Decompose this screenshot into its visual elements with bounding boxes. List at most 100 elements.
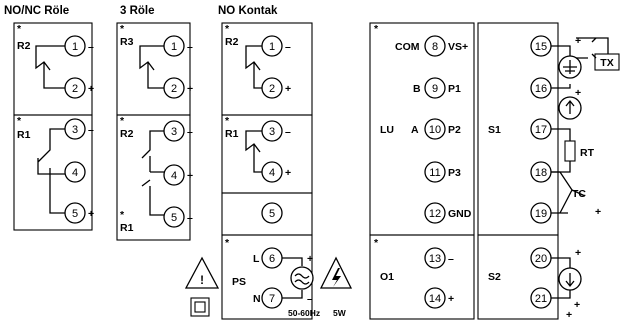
terminal-number: 4 <box>171 170 177 182</box>
terminal-8 <box>424 35 446 57</box>
terminal-number: 5 <box>72 208 78 220</box>
terminal-3 <box>163 120 185 142</box>
relay-label-r2: R2 <box>17 40 31 52</box>
polarity-plus: + <box>88 208 94 220</box>
high-voltage-icon <box>319 256 353 289</box>
relay-label-r3: R3 <box>120 36 134 48</box>
terminal-5 <box>261 202 283 224</box>
polarity-plus: + <box>574 299 580 311</box>
relay-contact-r2-r1 <box>141 130 164 216</box>
terminal-number: 2 <box>72 83 78 95</box>
relay-changeover-r1 <box>37 128 65 214</box>
ps-frequency: 50-60Hz <box>288 308 320 318</box>
terminal-3 <box>64 118 86 140</box>
relay-contact-r2 <box>245 45 262 89</box>
terminal-13 <box>424 247 446 269</box>
rt-label: RT <box>580 147 595 159</box>
ps-l-label: L <box>253 253 260 265</box>
terminal-1 <box>163 35 185 57</box>
ac-source-icon <box>290 266 314 290</box>
terminal-4 <box>261 161 283 183</box>
star-mark: * <box>120 209 125 221</box>
tx-wiring <box>576 37 609 59</box>
terminal-12 <box>424 202 446 224</box>
s1-wiring <box>551 45 571 214</box>
tc-thermocouple-icon <box>551 171 586 214</box>
terminal-number: 4 <box>269 167 275 179</box>
terminal-11 <box>424 161 446 183</box>
polarity-plus: + <box>88 83 94 95</box>
polarity-minus: – <box>448 253 454 265</box>
terminal-number: 20 <box>535 253 547 265</box>
star-mark: * <box>17 115 22 127</box>
terminal-2 <box>261 77 283 99</box>
polarity-plus: + <box>575 87 581 99</box>
polarity-plus: + <box>595 206 601 218</box>
relay-contact-r2 <box>35 45 65 89</box>
nonc-r1-box <box>13 114 93 231</box>
polarity-plus: + <box>285 83 291 95</box>
terminal-number: 21 <box>535 293 547 305</box>
lu-p1-label: P1 <box>448 83 461 95</box>
terminal-number: 19 <box>535 208 547 220</box>
polarity-plus: + <box>448 293 454 305</box>
terminal-number: 13 <box>429 253 441 265</box>
polarity-plus: + <box>187 83 193 95</box>
o1-box <box>369 234 475 320</box>
s2-box <box>477 234 559 320</box>
lu-block: * * LU O1 COM VS+ B P1 A P2 P3 GND 8 9 1… <box>369 22 475 320</box>
ac-wave-icon <box>294 273 310 285</box>
ps-power: 5W <box>333 308 347 318</box>
terminal-number: 14 <box>429 293 441 305</box>
polarity-minus: – <box>285 41 291 53</box>
star-mark: * <box>17 23 22 35</box>
terminal-number: 12 <box>429 208 441 220</box>
heading-three-relay: 3 Röle <box>120 5 155 17</box>
heading-no-contact: NO Kontak <box>218 5 278 17</box>
relay-label-r1: R1 <box>120 222 134 234</box>
star-mark: * <box>225 23 230 35</box>
s2-wiring <box>551 257 571 299</box>
three-relay-block: * R3 * R2 * R1 1 2 3 4 5 – + – + – <box>116 22 193 241</box>
terminal-number: 2 <box>269 83 275 95</box>
terminal-number: 3 <box>269 126 275 138</box>
tx-box <box>594 53 620 71</box>
lu-a-label: A <box>411 124 419 136</box>
terminal-number: 2 <box>171 83 177 95</box>
star-mark: * <box>225 237 230 249</box>
star-mark: * <box>374 23 379 35</box>
star-mark: * <box>225 115 230 127</box>
terminal-14 <box>424 287 446 309</box>
polarity-plus: + <box>575 247 581 259</box>
lu-p3-label: P3 <box>448 167 461 179</box>
terminal-5 <box>64 202 86 224</box>
terminal-1 <box>64 35 86 57</box>
three-r2r1-box <box>116 114 191 241</box>
s1-label: S1 <box>488 124 501 136</box>
terminal-number: 3 <box>72 124 78 136</box>
polarity-minus: – <box>307 293 313 305</box>
polarity-minus: – <box>187 212 193 224</box>
warning-icon <box>184 256 220 289</box>
relay-label-r2: R2 <box>225 36 239 48</box>
relay-contact-r3 <box>139 45 164 89</box>
lightning-bolt-icon <box>332 268 341 287</box>
terminal-number: 10 <box>429 124 441 136</box>
terminal-4 <box>64 161 86 183</box>
terminal-number: 3 <box>171 126 177 138</box>
lu-label: LU <box>380 124 394 136</box>
terminal-2 <box>64 77 86 99</box>
lu-p2-label: P2 <box>448 124 461 136</box>
star-mark: * <box>374 237 379 249</box>
o1-label: O1 <box>380 271 394 283</box>
heading-nonc-relay: NO/NC Röle <box>4 5 69 17</box>
lu-b-label: B <box>413 83 421 95</box>
polarity-minus: – <box>285 126 291 138</box>
star-mark: * <box>120 115 125 127</box>
polarity-plus: + <box>307 253 313 265</box>
terminal-number: 6 <box>269 253 275 265</box>
sensor-block: S1 S2 15 16 17 18 19 20 21 + + TX RT <box>477 22 620 321</box>
ps-label: PS <box>232 276 246 288</box>
terminal-5 <box>163 206 185 228</box>
